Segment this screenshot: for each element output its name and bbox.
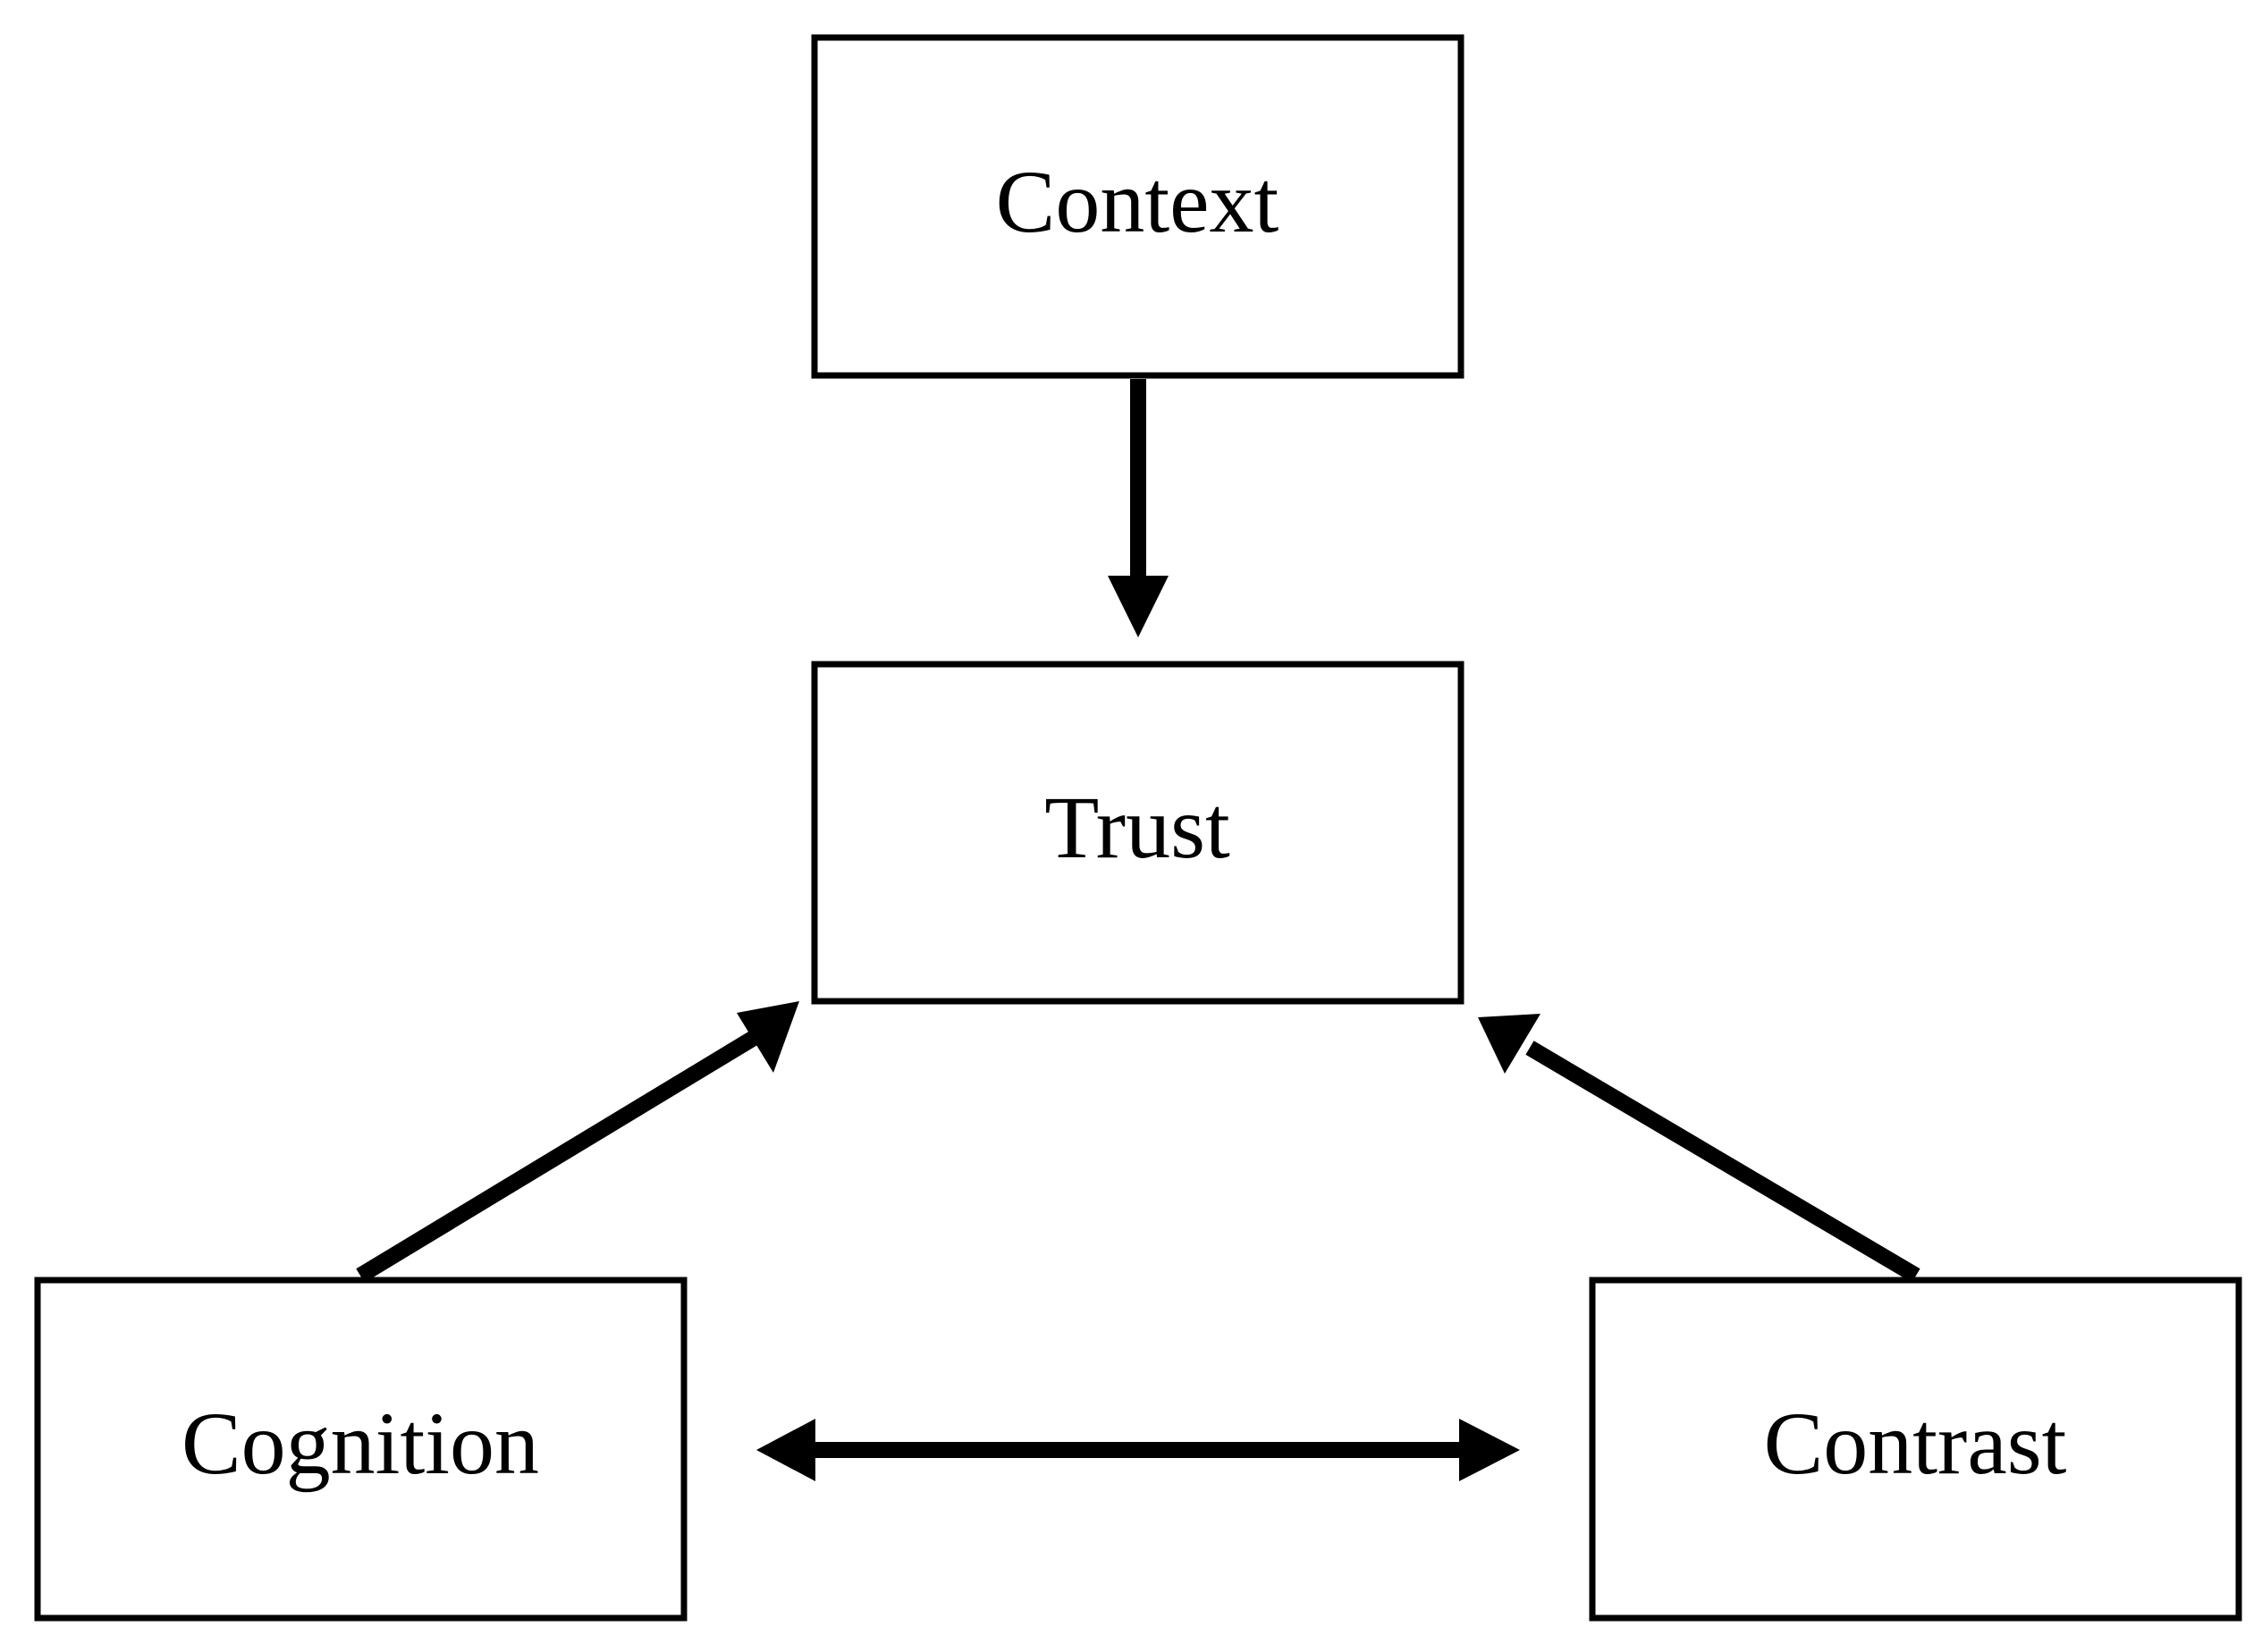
node-cognition-box bbox=[34, 1277, 688, 1622]
node-context-box bbox=[811, 34, 1464, 379]
edge-context-to-trust-arrowhead bbox=[1108, 576, 1169, 637]
edge-cognition-to-trust bbox=[356, 1001, 799, 1283]
node-cognition-label: Cognition bbox=[181, 1394, 539, 1493]
node-cognition: Cognition bbox=[34, 1277, 688, 1622]
edge-contrast-to-trust-arrowhead bbox=[1478, 1014, 1540, 1074]
edge-context-to-trust bbox=[1108, 379, 1169, 637]
edge-cognition-contrast-bidirectional bbox=[756, 1419, 1520, 1481]
node-context: Context bbox=[811, 34, 1464, 379]
edge-contrast-to-trust bbox=[1478, 1014, 1920, 1283]
edge-cognition-contrast-arrowhead-left bbox=[756, 1419, 815, 1481]
edge-cognition-to-trust-arrowhead bbox=[737, 1001, 799, 1073]
edge-cognition-to-trust-line bbox=[356, 1025, 767, 1283]
node-contrast-box bbox=[1589, 1277, 2242, 1622]
edge-cognition-contrast-arrowhead-right bbox=[1459, 1419, 1520, 1481]
node-contrast-label: Contrast bbox=[1764, 1394, 2067, 1493]
node-contrast: Contrast bbox=[1589, 1277, 2242, 1622]
node-trust-label: Trust bbox=[1044, 778, 1230, 877]
node-context-label: Context bbox=[996, 152, 1279, 251]
edge-contrast-to-trust-line bbox=[1525, 1041, 1920, 1283]
node-trust-box bbox=[811, 661, 1464, 1005]
node-trust: Trust bbox=[811, 661, 1464, 1005]
